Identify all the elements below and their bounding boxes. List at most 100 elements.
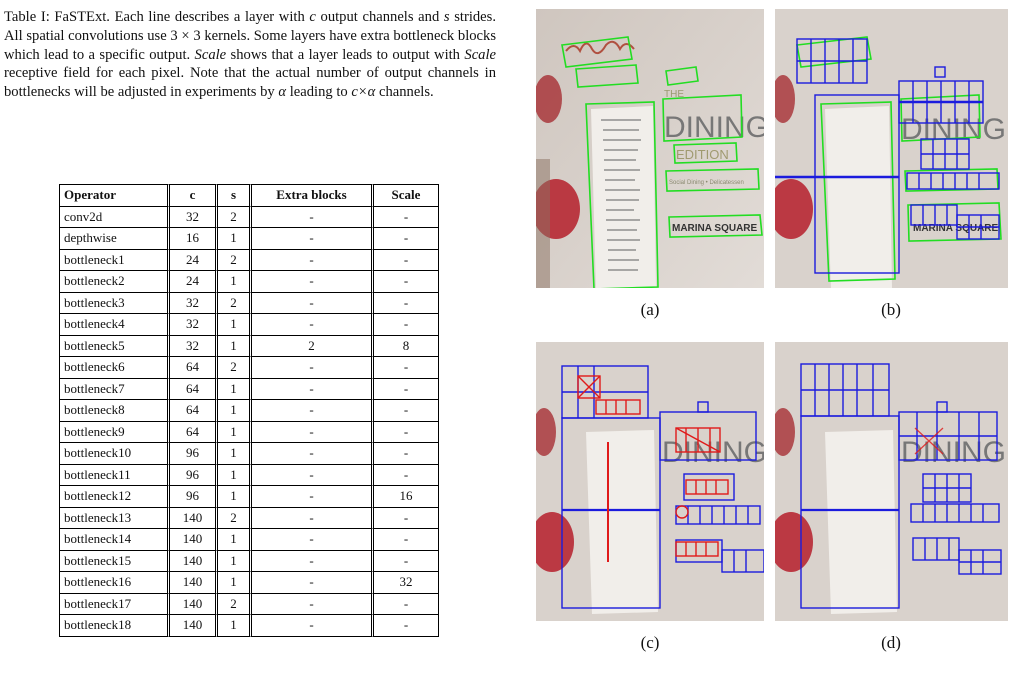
cell-operator: bottleneck18 xyxy=(59,615,167,637)
cell-extra-blocks: - xyxy=(249,464,371,486)
header-c: c xyxy=(167,184,215,207)
cell-c: 140 xyxy=(167,507,215,529)
cell-s: 2 xyxy=(215,292,249,314)
s-symbol: s xyxy=(443,9,450,25)
c-symbol: c xyxy=(309,9,316,25)
cell-scale: - xyxy=(371,464,439,486)
cell-c: 140 xyxy=(167,572,215,594)
cell-c: 140 xyxy=(167,529,215,551)
cell-scale: 32 xyxy=(371,572,439,594)
cell-s: 2 xyxy=(215,357,249,379)
figure-panel-c: DINING xyxy=(536,342,764,621)
svg-text:DINING: DINING xyxy=(901,113,1006,146)
cell-extra-blocks: - xyxy=(249,249,371,271)
figure-panel-d: DINING xyxy=(775,342,1008,621)
cell-c: 16 xyxy=(167,228,215,250)
cell-s: 1 xyxy=(215,314,249,336)
panel-c-image: DINING xyxy=(536,342,764,621)
cell-s: 1 xyxy=(215,421,249,443)
cell-extra-blocks: - xyxy=(249,550,371,572)
panel-a-image: THE DINING EDITION Social Dining • Delic… xyxy=(536,9,764,288)
cell-scale: - xyxy=(371,507,439,529)
header-operator: Operator xyxy=(59,184,167,207)
cell-operator: bottleneck11 xyxy=(59,464,167,486)
cell-scale: - xyxy=(371,615,439,637)
cell-s: 1 xyxy=(215,572,249,594)
cell-extra-blocks: - xyxy=(249,421,371,443)
svg-text:MARINA SQUARE: MARINA SQUARE xyxy=(672,223,758,234)
cell-operator: bottleneck2 xyxy=(59,271,167,293)
cell-scale: - xyxy=(371,314,439,336)
cell-extra-blocks: - xyxy=(249,228,371,250)
cell-s: 1 xyxy=(215,550,249,572)
subfigure-label-d: (d) xyxy=(881,633,901,652)
cell-operator: bottleneck4 xyxy=(59,314,167,336)
cell-scale: - xyxy=(371,292,439,314)
cell-c: 64 xyxy=(167,421,215,443)
cell-s: 1 xyxy=(215,378,249,400)
cell-extra-blocks: - xyxy=(249,378,371,400)
cell-extra-blocks: - xyxy=(249,314,371,336)
cell-c: 32 xyxy=(167,335,215,357)
cell-operator: depthwise xyxy=(59,228,167,250)
cell-s: 1 xyxy=(215,464,249,486)
cell-extra-blocks: - xyxy=(249,529,371,551)
cell-c: 96 xyxy=(167,443,215,465)
cell-scale: - xyxy=(371,271,439,293)
cell-scale: - xyxy=(371,249,439,271)
cell-operator: bottleneck15 xyxy=(59,550,167,572)
cell-s: 1 xyxy=(215,443,249,465)
cell-s: 1 xyxy=(215,615,249,637)
cell-operator: bottleneck3 xyxy=(59,292,167,314)
cell-extra-blocks: - xyxy=(249,271,371,293)
cell-scale: - xyxy=(371,357,439,379)
svg-text:DINING: DINING xyxy=(901,436,1006,469)
cell-scale: 16 xyxy=(371,486,439,508)
header-extra-blocks: Extra blocks xyxy=(249,184,371,207)
cell-s: 1 xyxy=(215,271,249,293)
cell-operator: bottleneck17 xyxy=(59,593,167,615)
cell-c: 140 xyxy=(167,615,215,637)
svg-text:THE: THE xyxy=(664,89,684,100)
cell-c: 32 xyxy=(167,314,215,336)
cell-scale: - xyxy=(371,550,439,572)
scale-term-2: Scale xyxy=(464,46,496,63)
cell-scale: - xyxy=(371,228,439,250)
cell-operator: conv2d xyxy=(59,206,167,228)
header-s: s xyxy=(215,184,249,207)
cell-scale: - xyxy=(371,378,439,400)
c-alpha-symbol: c×α xyxy=(351,84,376,101)
cell-s: 1 xyxy=(215,400,249,422)
cell-s: 2 xyxy=(215,593,249,615)
cell-s: 2 xyxy=(215,507,249,529)
cell-extra-blocks: - xyxy=(249,400,371,422)
cell-scale: - xyxy=(371,421,439,443)
cell-s: 2 xyxy=(215,249,249,271)
cell-c: 64 xyxy=(167,400,215,422)
scale-term: Scale xyxy=(194,46,227,63)
cell-operator: bottleneck1 xyxy=(59,249,167,271)
cell-extra-blocks: - xyxy=(249,593,371,615)
subfigure-label-a: (a) xyxy=(640,300,660,319)
table-header-row: Operator c s Extra blocks Scale xyxy=(59,184,439,207)
cell-extra-blocks: - xyxy=(249,292,371,314)
cell-operator: bottleneck6 xyxy=(59,357,167,379)
svg-text:MARINA SQUARE: MARINA SQUARE xyxy=(913,223,999,234)
panel-b-image: DINING MARINA SQUARE xyxy=(775,9,1008,288)
cell-c: 140 xyxy=(167,550,215,572)
cell-s: 1 xyxy=(215,529,249,551)
cell-c: 64 xyxy=(167,357,215,379)
